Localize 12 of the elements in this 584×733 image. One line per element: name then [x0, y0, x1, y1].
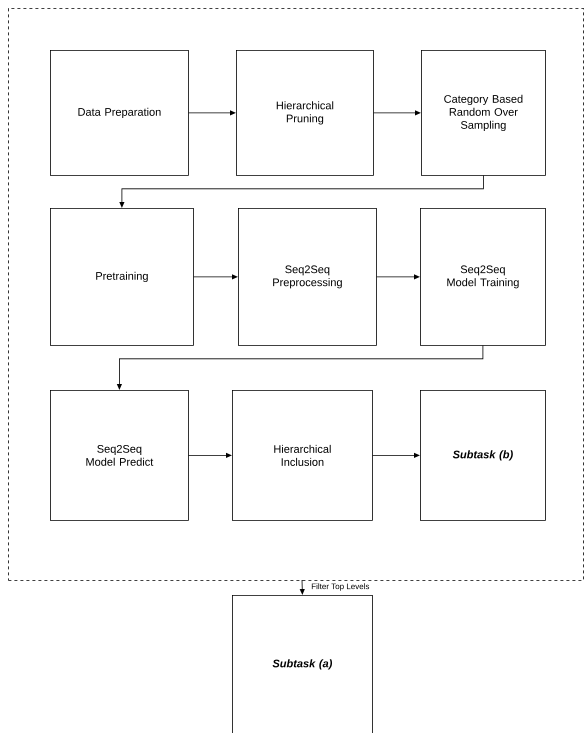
process-box: Data Preparation	[50, 50, 189, 176]
process-box: Subtask (a)	[232, 595, 373, 733]
process-box: Hierarchical Inclusion	[232, 390, 373, 521]
process-box: Seq2Seq Model Predict	[50, 390, 189, 521]
edge-label: Filter Top Levels	[312, 583, 370, 591]
dashed-frame	[8, 8, 584, 581]
process-box: Category Based Random Over Sampling	[421, 50, 546, 176]
process-box: Subtask (b)	[420, 390, 546, 521]
process-box: Seq2Seq Preprocessing	[238, 208, 377, 346]
process-box: Seq2Seq Model Training	[420, 208, 546, 346]
process-box: Pretraining	[50, 208, 194, 346]
process-box: Hierarchical Pruning	[236, 50, 374, 176]
